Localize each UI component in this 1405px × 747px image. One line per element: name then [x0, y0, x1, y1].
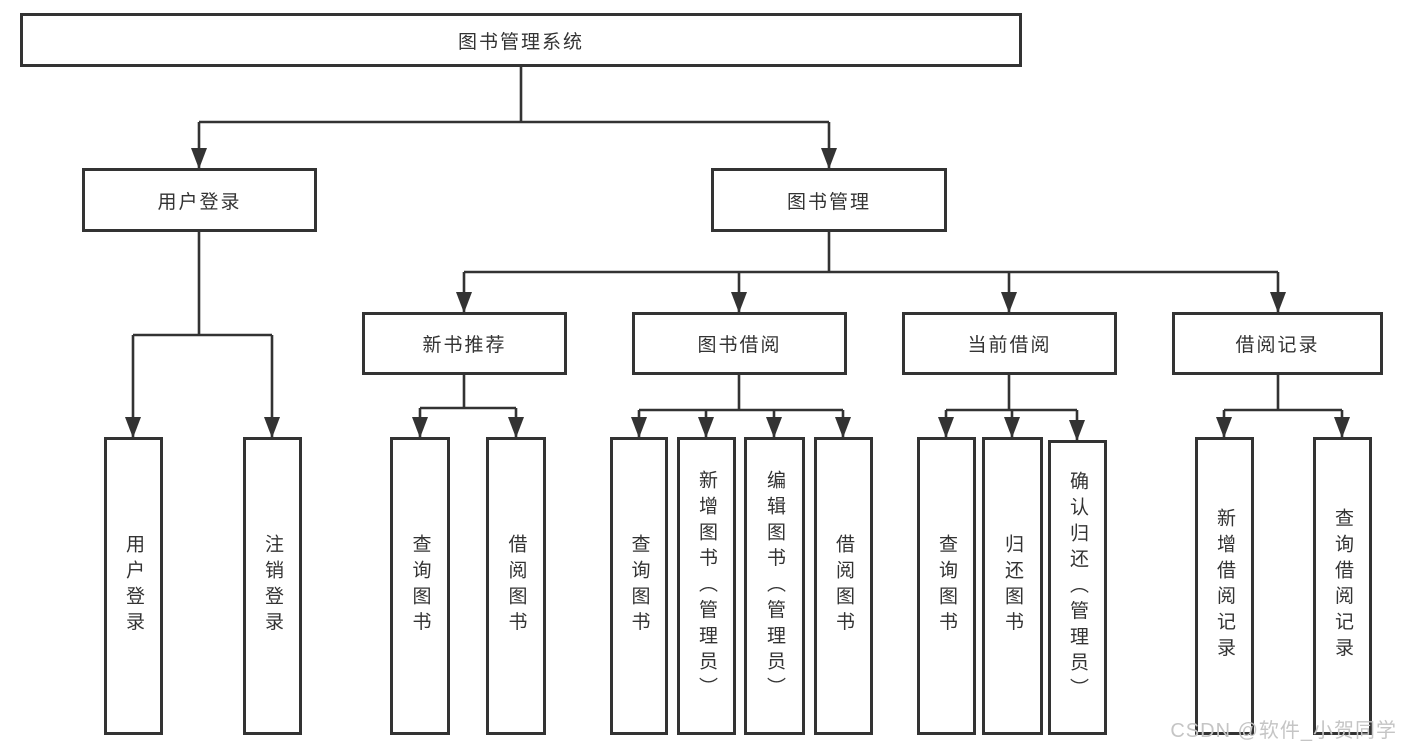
node-user-login-label: 用户登录 [157, 191, 242, 213]
connector-borrow-branch [639, 375, 843, 412]
leaf-borrow-query-books: 查询图书 [610, 437, 668, 735]
csdn-watermark: CSDN @软件_小贺同学 [1170, 720, 1397, 742]
leaf-user-login-label: 用户登录 [123, 534, 144, 638]
node-book-borrow: 图书借阅 [632, 312, 847, 375]
connector-book-mgmt-branch [464, 232, 1278, 274]
leaf-edit-book-admin: 编辑图书（管理员） [744, 437, 805, 735]
leaf-query-borrow-record: 查询借阅记录 [1313, 437, 1372, 735]
leaf-add-borrow-record: 新增借阅记录 [1195, 437, 1254, 735]
node-current-borrow: 当前借阅 [902, 312, 1117, 375]
node-user-login: 用户登录 [82, 168, 317, 232]
leaf-add-borrow-record-label: 新增借阅记录 [1214, 508, 1235, 664]
leaf-user-login: 用户登录 [104, 437, 163, 735]
node-borrow-records: 借阅记录 [1172, 312, 1383, 375]
node-root-label: 图书管理系统 [457, 31, 584, 53]
leaf-query-borrow-record-label: 查询借阅记录 [1332, 508, 1353, 664]
leaf-current-query-books-label: 查询图书 [936, 534, 957, 638]
leaf-borrow-query-books-label: 查询图书 [628, 534, 650, 638]
leaf-rec-borrow-books-label: 借阅图书 [505, 534, 527, 638]
leaf-return-books: 归还图书 [982, 437, 1043, 735]
leaf-edit-book-admin-label: 编辑图书（管理员） [764, 469, 785, 703]
leaf-rec-borrow-books: 借阅图书 [486, 437, 546, 735]
connector-root-branch [199, 67, 829, 124]
connector-new-rec-branch [420, 375, 516, 410]
node-root: 图书管理系统 [20, 13, 1022, 67]
connector-records-branch [1224, 375, 1342, 412]
leaf-return-books-label: 归还图书 [1002, 534, 1023, 638]
connector-current-branch [946, 375, 1077, 412]
node-current-borrow-label: 当前借阅 [967, 335, 1052, 356]
leaf-borrow-books: 借阅图书 [814, 437, 873, 735]
node-book-borrow-label: 图书借阅 [697, 335, 782, 356]
node-new-book-recommend-label: 新书推荐 [422, 335, 507, 356]
node-book-management: 图书管理 [711, 168, 947, 232]
leaf-add-book-admin: 新增图书（管理员） [677, 437, 736, 735]
leaf-rec-query-books-label: 查询图书 [409, 534, 431, 638]
node-book-management-label: 图书管理 [786, 191, 871, 213]
leaf-rec-query-books: 查询图书 [390, 437, 450, 735]
node-borrow-records-label: 借阅记录 [1235, 335, 1320, 356]
leaf-current-query-books: 查询图书 [917, 437, 976, 735]
leaf-confirm-return-admin: 确认归还（管理员） [1048, 440, 1107, 735]
leaf-logout: 注销登录 [243, 437, 302, 735]
node-new-book-recommend: 新书推荐 [362, 312, 567, 375]
leaf-add-book-admin-label: 新增图书（管理员） [696, 469, 717, 703]
leaf-confirm-return-admin-label: 确认归还（管理员） [1067, 471, 1088, 704]
leaf-borrow-books-label: 借阅图书 [833, 534, 854, 638]
leaf-logout-label: 注销登录 [262, 534, 283, 638]
connector-user-login-branch [133, 232, 272, 337]
